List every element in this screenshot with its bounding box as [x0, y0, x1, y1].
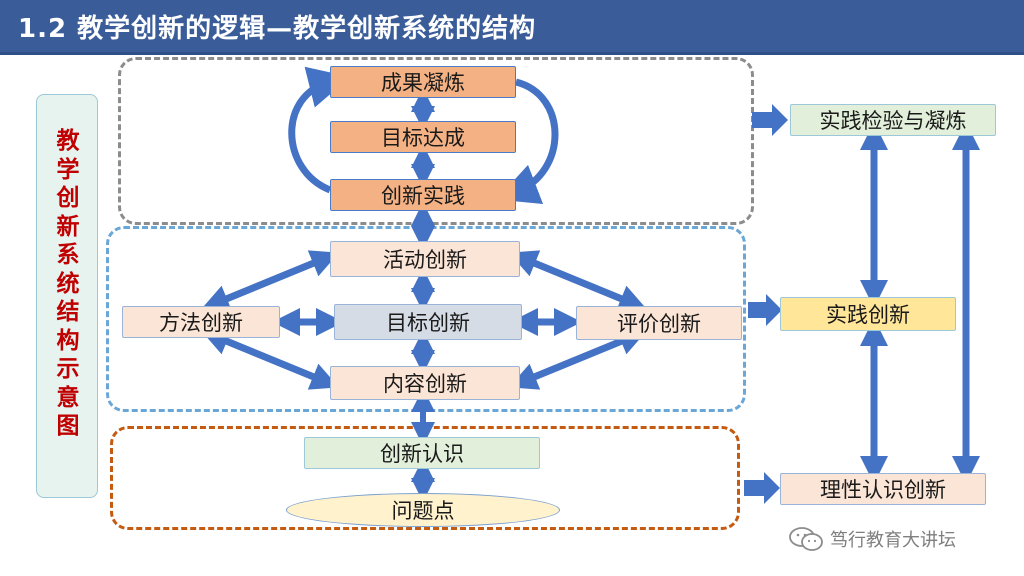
block-arrow-to-rational	[744, 472, 780, 504]
side-char: 统	[56, 270, 80, 297]
arrow-content-method	[201, 328, 339, 390]
node-method-innovation: 方法创新	[122, 306, 280, 338]
page-title: 1.2 教学创新的逻辑—教学创新系统的结构	[18, 14, 537, 44]
arrow-content-eval	[509, 328, 647, 390]
side-label: 教 学 创 新 系 统 结 构 示 意 图	[37, 127, 99, 441]
node-content-innovation: 内容创新	[330, 366, 520, 400]
node-evaluation-innovation: 评价创新	[576, 306, 742, 340]
node-practice-check: 实践检验与凝炼	[790, 104, 996, 136]
arrow-activity-eval	[509, 250, 647, 312]
side-char: 教	[56, 128, 80, 154]
node-innovation-cognition: 创新认识	[304, 437, 540, 469]
block-arrow-to-practice	[748, 294, 782, 326]
cycle-arc-right	[496, 78, 559, 205]
chat-bubble-icon	[789, 527, 823, 551]
side-char: 系	[56, 242, 80, 268]
side-char: 新	[56, 213, 80, 240]
node-rational-cognition-innovation: 理性认识创新	[780, 473, 986, 505]
side-char: 构	[56, 327, 80, 354]
title-underline	[0, 52, 1024, 55]
arrow-activity-method	[201, 250, 339, 312]
side-char: 创	[56, 185, 80, 211]
watermark-text: 笃行教育大讲坛	[830, 530, 956, 551]
side-char: 学	[56, 156, 80, 183]
node-innovation-practice: 创新实践	[330, 179, 516, 211]
node-practice-innovation: 实践创新	[780, 297, 956, 331]
node-result-refinement: 成果凝炼	[330, 66, 516, 98]
group-outcome	[118, 57, 754, 225]
side-label-box: 教 学 创 新 系 统 结 构 示 意 图	[36, 94, 98, 498]
side-char: 结	[56, 299, 80, 325]
node-problem-point: 问题点	[286, 493, 560, 527]
cycle-arc-left	[288, 66, 351, 194]
watermark: 笃行教育大讲坛	[788, 524, 956, 554]
side-char: 图	[56, 413, 80, 439]
block-arrow-to-check	[752, 104, 788, 136]
node-goal-innovation: 目标创新	[334, 304, 522, 340]
side-char: 意	[56, 384, 80, 411]
node-activity-innovation: 活动创新	[330, 241, 520, 277]
title-bar: 1.2 教学创新的逻辑—教学创新系统的结构	[0, 0, 1024, 52]
node-goal-achievement: 目标达成	[330, 121, 516, 153]
side-char: 示	[56, 356, 80, 382]
